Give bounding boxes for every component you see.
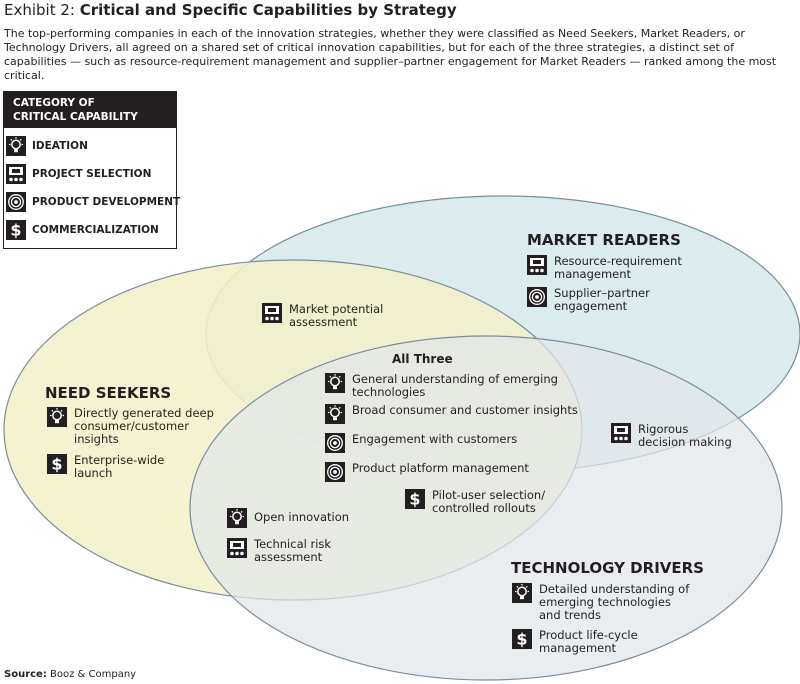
capability-text: launch [74,466,113,480]
source-text: Booz & Company [46,669,137,680]
capability-text: Supplier–partner [554,286,650,300]
legend-item-product-development: PRODUCT DEVELOPMENT [6,190,180,214]
capability-text: engagement [554,299,628,313]
capability-text: Technical risk [254,537,332,551]
market-readers-title: MARKET READERS [527,231,681,249]
capability-text: Engagement with customers [352,432,518,446]
page-title: Exhibit 2: Critical and Specific Capabil… [4,1,457,19]
technology-drivers-title: TECHNOLOGY DRIVERS [511,559,704,577]
capability-text: Product platform management [352,461,529,475]
capability-text: Resource-requirement [554,254,682,268]
capability-text: technologies [352,385,426,399]
capability-text: and trends [539,608,601,622]
lightbulb-icon [512,583,532,603]
capability-item: Product platform management [325,462,529,482]
legend-item-ideation: IDEATION [6,134,88,158]
source-label: Source: [4,669,47,680]
svg-text:$: $ [10,221,21,240]
source-note: Source: Booz & Company [4,669,136,680]
capability-item: Open innovation [227,508,349,528]
legend-item-commercialization: $ COMMERCIALIZATION [6,218,159,242]
target-icon [6,192,26,212]
capability-text: Detailed understanding of [539,582,690,596]
capability-text: General understanding of emerging [352,372,558,386]
capability-text: assessment [289,315,358,329]
capability-text: controlled rollouts [432,501,536,515]
lightbulb-icon [325,404,345,424]
capability-text: emerging technologies [539,595,671,609]
capability-text: Enterprise-wide [74,453,165,467]
legend-label: IDEATION [32,140,88,152]
capability-text: management [539,641,617,655]
capability-item: Broad consumer and customer insights [325,404,578,424]
capability-text: consumer/customer [74,419,189,433]
dollar-icon: $ [6,220,26,240]
need-seekers-title: NEED SEEKERS [45,384,172,402]
legend: CATEGORY OF CRITICAL CAPABILITY IDEATION… [3,91,180,249]
lightbulb-icon [6,136,26,156]
project-selection-icon [6,164,26,184]
lightbulb-icon [325,373,345,393]
title-text: Critical and Specific Capabilities by St… [79,1,457,19]
capability-text: Product life-cycle [539,628,638,642]
capability-item: Engagement with customers [325,433,517,453]
project-selection-icon [262,303,282,323]
legend-heading-line2: CRITICAL CAPABILITY [13,111,138,123]
project-selection-icon [227,538,247,558]
target-icon [527,287,547,307]
legend-label: COMMERCIALIZATION [32,224,159,236]
capability-text: Rigorous [638,422,689,436]
lightbulb-icon [227,508,247,528]
project-selection-icon [527,255,547,275]
lightbulb-icon [47,407,67,427]
title-prefix: Exhibit 2: [4,1,75,19]
svg-text:$: $ [516,630,527,649]
capability-item: $ Pilot-user selection/controlled rollou… [405,489,545,515]
capability-text: Open innovation [254,510,350,524]
capability-text: insights [74,432,119,446]
capability-text: decision making [638,435,732,449]
svg-text:$: $ [409,490,420,509]
legend-label: PRODUCT DEVELOPMENT [32,196,181,208]
capability-text: management [554,267,632,281]
capability-text: Market potential [289,302,384,316]
intro-text: The top-performing companies in each of … [4,27,777,82]
legend-item-project-selection: PROJECT SELECTION [6,162,151,186]
target-icon [325,462,345,482]
dollar-icon: $ [512,629,532,649]
svg-text:$: $ [51,455,62,474]
legend-heading: CATEGORY OF CRITICAL CAPABILITY [4,92,176,128]
dollar-icon: $ [47,454,67,474]
capability-text: assessment [254,550,323,564]
target-icon [325,433,345,453]
legend-heading-line1: CATEGORY OF [13,97,95,109]
capability-text: Directly generated deep [74,406,214,420]
dollar-icon: $ [405,489,425,509]
legend-label: PROJECT SELECTION [32,168,152,180]
capability-text: Pilot-user selection/ [432,488,546,502]
all-three-title: All Three [392,352,453,366]
capability-text: Broad consumer and customer insights [352,403,578,417]
project-selection-icon [611,423,631,443]
